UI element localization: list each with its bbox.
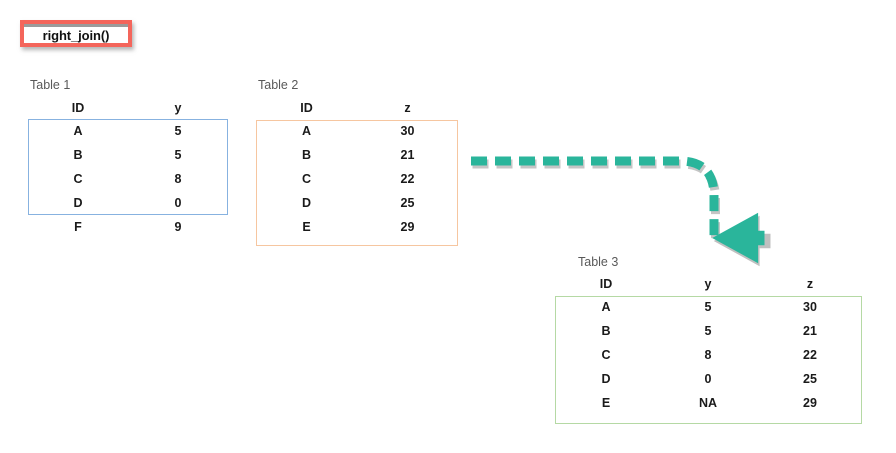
table-3-header-z: z xyxy=(806,277,814,291)
table-row: F xyxy=(74,220,82,234)
table-row: D xyxy=(73,196,83,210)
table-1-grid: ID y A 5 B 5 C 8 D 0 F 9 xyxy=(28,98,228,239)
table-row: 8 xyxy=(704,348,712,362)
arrow-path xyxy=(471,156,714,238)
table-row: 30 xyxy=(803,300,817,314)
table-row: A xyxy=(73,124,83,138)
table-row: 21 xyxy=(803,324,817,338)
table-row: C xyxy=(301,172,312,186)
table-row: 5 xyxy=(174,124,182,138)
table-row: 0 xyxy=(174,196,182,210)
table-2-header-id: ID xyxy=(300,101,313,115)
table-row: D xyxy=(601,372,611,386)
table-row: B xyxy=(601,324,611,338)
table-row: 5 xyxy=(704,300,712,314)
table-row: 29 xyxy=(803,396,817,410)
table-row: C xyxy=(73,172,83,186)
table-1-caption: Table 1 xyxy=(30,78,71,92)
table-row: E xyxy=(302,220,311,234)
table-3-grid: ID y z A 5 30 B 5 21 C 8 22 D 0 25 E NA … xyxy=(555,274,861,415)
table-row: C xyxy=(601,348,611,362)
table-3-header-id: ID xyxy=(599,277,613,291)
table-row: E xyxy=(601,396,611,410)
table-2-header-z: z xyxy=(404,101,411,115)
table-row: A xyxy=(601,300,611,314)
table-row: 5 xyxy=(704,324,712,338)
table-1-header-y: y xyxy=(174,101,182,115)
table-row: NA xyxy=(698,396,718,410)
table-row: 5 xyxy=(174,148,182,162)
table-row: B xyxy=(301,148,312,162)
table-row: A xyxy=(301,124,312,138)
callout-top-shade xyxy=(24,24,128,27)
table-row: D xyxy=(301,196,312,210)
table-row: 9 xyxy=(174,220,182,234)
table-row: 29 xyxy=(400,220,415,234)
table-3-caption: Table 3 xyxy=(578,255,619,269)
table-row: 21 xyxy=(400,148,415,162)
table-row: 25 xyxy=(803,372,817,386)
dashed-curved-arrow xyxy=(471,156,765,280)
table-3-header-y: y xyxy=(704,277,712,291)
table-row: B xyxy=(73,148,83,162)
table-row: 30 xyxy=(400,124,415,138)
table-2-caption: Table 2 xyxy=(258,78,299,92)
table-1-header-id: ID xyxy=(71,101,85,115)
function-title-callout: right_join() xyxy=(20,20,132,47)
table-row: 8 xyxy=(174,172,182,186)
table-row: 22 xyxy=(803,348,817,362)
table-2-grid: ID z A 30 B 21 C 22 D 25 E 29 xyxy=(256,98,458,239)
table-row: 25 xyxy=(400,196,415,210)
function-title-label: right_join() xyxy=(42,27,110,43)
table-row: 22 xyxy=(400,172,415,186)
arrow-shadow xyxy=(472,159,716,241)
table-row: 0 xyxy=(704,372,712,386)
